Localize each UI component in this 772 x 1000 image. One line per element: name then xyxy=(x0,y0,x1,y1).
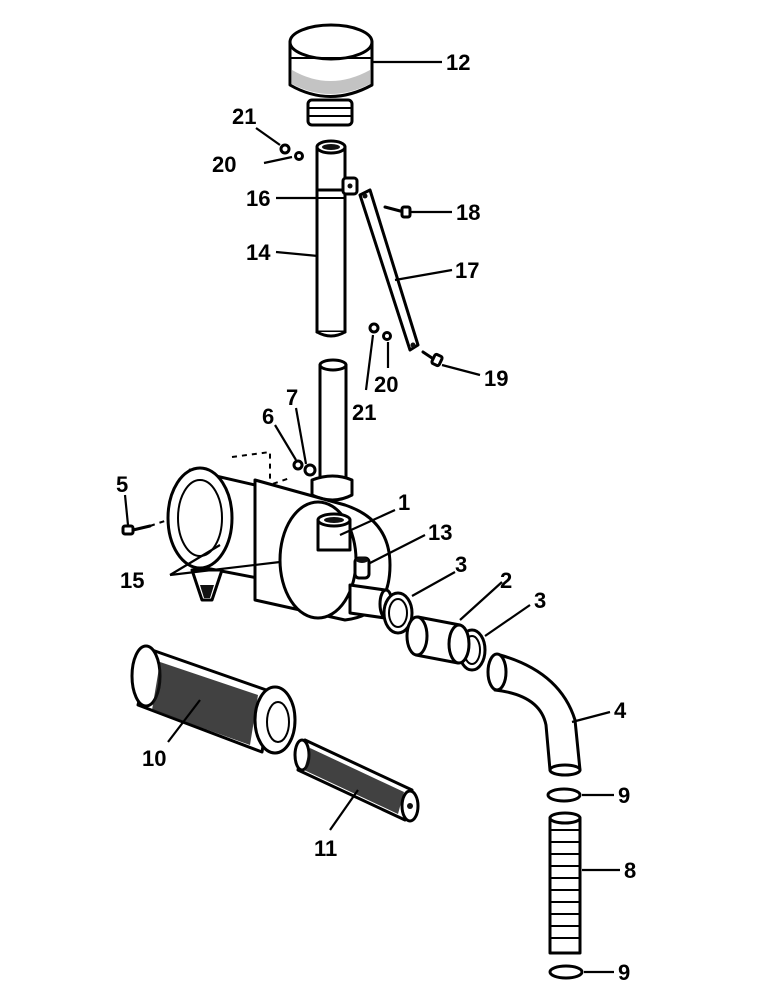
hose-clamp-left xyxy=(382,591,414,635)
callout-10: 10 xyxy=(142,746,166,771)
support-strap xyxy=(358,188,420,352)
bolt-19 xyxy=(421,350,444,368)
callout-6: 6 xyxy=(262,404,274,429)
pipe-clamp xyxy=(341,176,359,196)
dust-cup xyxy=(190,568,224,602)
leader-lines xyxy=(123,60,620,974)
callout-3-left: 3 xyxy=(455,552,467,577)
bolt-5 xyxy=(121,524,152,536)
upper-nut-washer xyxy=(279,143,304,161)
callout-12: 12 xyxy=(446,50,470,75)
nut-washer-6-7 xyxy=(292,459,317,477)
callout-9-upper: 9 xyxy=(618,783,630,808)
callout-7: 7 xyxy=(286,385,298,410)
callout-11: 11 xyxy=(314,836,337,861)
vacuator-valve xyxy=(353,556,371,580)
callout-20-upper: 20 xyxy=(212,152,236,177)
callout-17: 17 xyxy=(455,258,479,283)
precleaner-cap xyxy=(288,23,374,127)
callout-18: 18 xyxy=(456,200,480,225)
riser-pipe xyxy=(310,358,354,502)
alignment-line-7 xyxy=(231,450,271,480)
callout-21-upper: 21 xyxy=(232,104,256,129)
hose-clamp-9-lower xyxy=(548,964,584,980)
callout-14: 14 xyxy=(246,240,271,265)
callout-13: 13 xyxy=(428,520,452,545)
air-cleaner-housing xyxy=(166,466,394,622)
callout-5: 5 xyxy=(116,472,128,497)
upper-intake-pipe xyxy=(315,139,347,338)
flexible-hose xyxy=(548,811,582,955)
callout-20-lower: 20 xyxy=(374,372,398,397)
callout-3-right: 3 xyxy=(534,588,546,613)
lower-nut-washer xyxy=(368,322,392,341)
elbow-hose xyxy=(486,652,582,777)
callout-15: 15 xyxy=(120,568,144,593)
primary-filter-element xyxy=(130,644,297,755)
safety-filter-element xyxy=(293,738,420,823)
hose-clamp-9-upper xyxy=(546,787,582,803)
callout-4: 4 xyxy=(614,698,627,723)
callout-16: 16 xyxy=(246,186,270,211)
callout-19: 19 xyxy=(484,366,508,391)
callout-1: 1 xyxy=(398,490,410,515)
callout-2: 2 xyxy=(500,568,512,593)
callout-8: 8 xyxy=(624,858,636,883)
callout-labels: 12 21 20 16 18 14 17 19 20 21 7 6 5 1 13… xyxy=(116,50,636,985)
callout-9-lower: 9 xyxy=(618,960,630,985)
bolt-18 xyxy=(383,205,412,219)
rubber-connector xyxy=(405,615,471,665)
callout-21-lower: 21 xyxy=(352,400,376,425)
